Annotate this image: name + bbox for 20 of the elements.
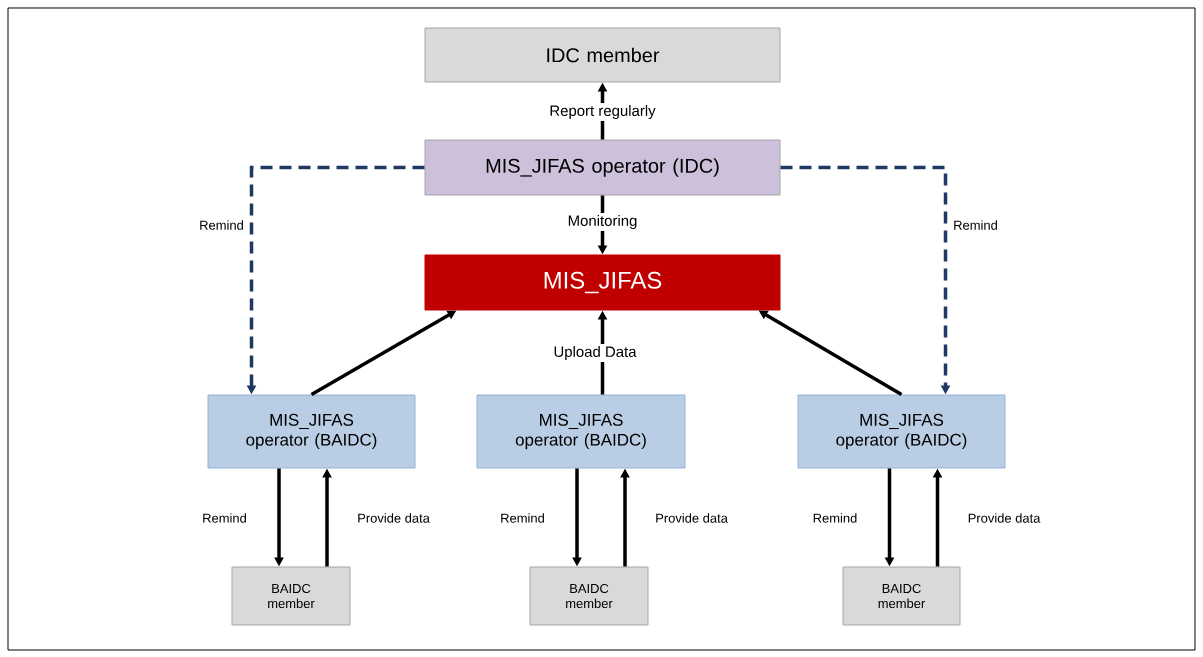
box: IDC member (424, 27, 781, 83)
process-box: MIS_JIFAS operator (BAIDC) (476, 394, 686, 469)
edge-label: Upload Data (551, 344, 639, 362)
edge-label: Provide data (358, 513, 430, 523)
edge-label: Remind (203, 513, 246, 523)
process-box: MIS_JIFAS operator (BAIDC) (797, 394, 1006, 469)
edge-label: Report regularly (547, 103, 658, 121)
process-box: MIS_JIFAS operator (IDC) (424, 139, 781, 196)
edge-label: Remind (200, 220, 243, 230)
edge-label: Remind (954, 220, 997, 230)
edge-label: Provide data (656, 513, 728, 523)
box: BAIDC member (842, 566, 961, 626)
box: BAIDC member (529, 566, 649, 626)
system-box: MIS_JIFAS (424, 254, 781, 311)
process-box: MIS_JIFAS operator (BAIDC) (207, 394, 416, 469)
edge-label: Remind (501, 513, 544, 523)
edge-label: Monitoring (565, 213, 640, 231)
box: BAIDC member (231, 566, 351, 626)
edge-label: Provide data (968, 513, 1041, 523)
edge-label: Remind (813, 513, 857, 523)
